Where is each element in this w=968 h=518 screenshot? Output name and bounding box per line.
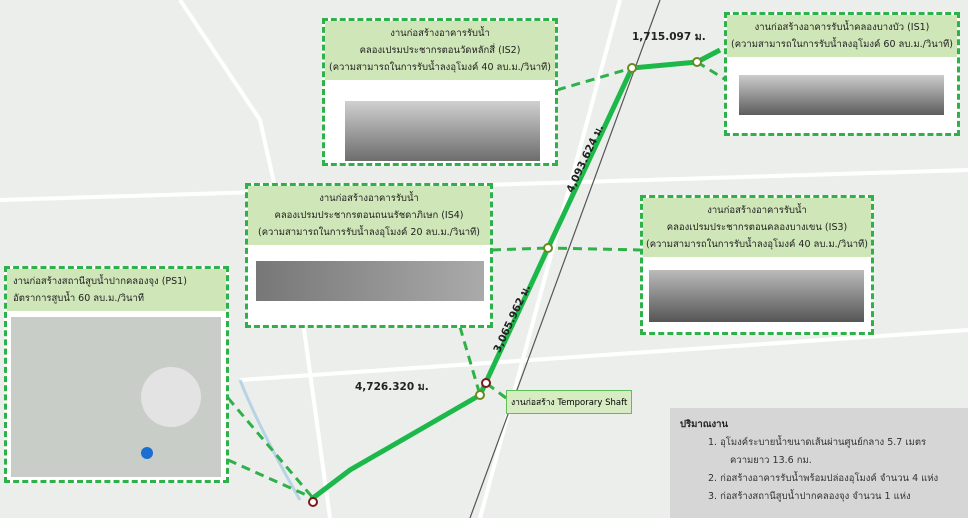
building-image	[345, 101, 540, 161]
capacity: อัตราการสูบน้ำ 60 ลบ.ม./วินาที	[13, 293, 145, 304]
connector	[227, 458, 314, 500]
capacity: (ความสามารถในการรับน้ำลงอุโมงค์ 20 ลบ.ม.…	[258, 227, 480, 238]
building-image	[739, 75, 944, 115]
quantity-item: 3. ก่อสร้างสถานีสูบน้ำปากคลองจุง จำนวน 1…	[708, 491, 911, 502]
distance-label: 4,726.320 ม.	[355, 381, 429, 393]
quantity-item: 1. อุโมงค์ระบายน้ำขนาดเส้นผ่านศูนย์กลาง …	[708, 437, 927, 448]
shaft-marker-is3[interactable]	[543, 243, 553, 253]
is3-callout: งานก่อสร้างอาคารรับน้ำคลองเปรมประชากรตอน…	[640, 195, 874, 335]
quantity-item: 2. ก่อสร้างอาคารรับน้ำพร้อมปล่องอุโมงค์ …	[708, 473, 939, 484]
building-image	[256, 261, 484, 301]
connector	[547, 246, 643, 252]
connector	[556, 66, 633, 92]
shaft-marker-is4[interactable]	[475, 390, 485, 400]
pump-station-image	[11, 317, 221, 477]
is1-callout: งานก่อสร้างอาคารรับน้ำคลองบางบัว (IS1) (ค…	[724, 12, 960, 136]
subtitle: คลองเปรมประชากรตอนถนนรัชดาภิเษก (IS4)	[274, 210, 464, 221]
ps1-callout: งานก่อสร้างสถานีสูบน้ำปากคลองจุง (PS1) อั…	[4, 266, 229, 483]
connector	[696, 60, 727, 82]
quantity-item: ความยาว 13.6 กม.	[730, 455, 812, 466]
railway	[469, 0, 661, 518]
title: งานก่อสร้างอาคารรับน้ำ	[390, 28, 490, 39]
title: งานก่อสร้างอาคารรับน้ำคลองบางบัว (IS1)	[754, 22, 930, 33]
capacity: (ความสามารถในการรับน้ำลงอุโมงค์ 40 ลบ.ม.…	[329, 62, 551, 73]
quantity-title: ปริมาณงาน	[680, 419, 729, 430]
road	[478, 0, 622, 518]
title: งานก่อสร้างอาคารรับน้ำ	[707, 205, 807, 216]
capacity: (ความสามารถในการรับน้ำลงอุโมงค์ 60 ลบ.ม.…	[731, 39, 953, 50]
title: งานก่อสร้างอาคารรับน้ำ	[319, 193, 419, 204]
subtitle: คลองเปรมประชากรตอนคลองบางเขน (IS3)	[666, 222, 848, 233]
building-image	[649, 270, 864, 322]
canal	[238, 379, 302, 501]
title: งานก่อสร้างสถานีสูบน้ำปากคลองจุง (PS1)	[13, 276, 187, 287]
ps1-marker[interactable]	[308, 497, 318, 507]
is2-callout: งานก่อสร้างอาคารรับน้ำคลองเปรมประชากรตอน…	[322, 18, 558, 166]
connector	[226, 397, 315, 499]
shaft-marker-is2[interactable]	[627, 63, 637, 73]
capacity: (ความสามารถในการรับน้ำลงอุโมงค์ 40 ลบ.ม.…	[646, 239, 868, 250]
distance-label: 1,715.097 ม.	[632, 31, 706, 43]
connector	[491, 246, 549, 252]
temporary-shaft-marker[interactable]	[481, 378, 491, 388]
is4-callout: งานก่อสร้างอาคารรับน้ำคลองเปรมประชากรตอน…	[245, 183, 493, 328]
quantity-summary: ปริมาณงาน 1. อุโมงค์ระบายน้ำขนาดเส้นผ่าน…	[670, 408, 968, 518]
connector	[458, 326, 482, 396]
shaft-marker-is1[interactable]	[692, 57, 702, 67]
road	[239, 328, 968, 382]
subtitle: คลองเปรมประชากรตอนวัดหลักสี่ (IS2)	[359, 45, 521, 56]
temporary-shaft-label: งานก่อสร้าง Temporary Shaft	[506, 390, 633, 414]
